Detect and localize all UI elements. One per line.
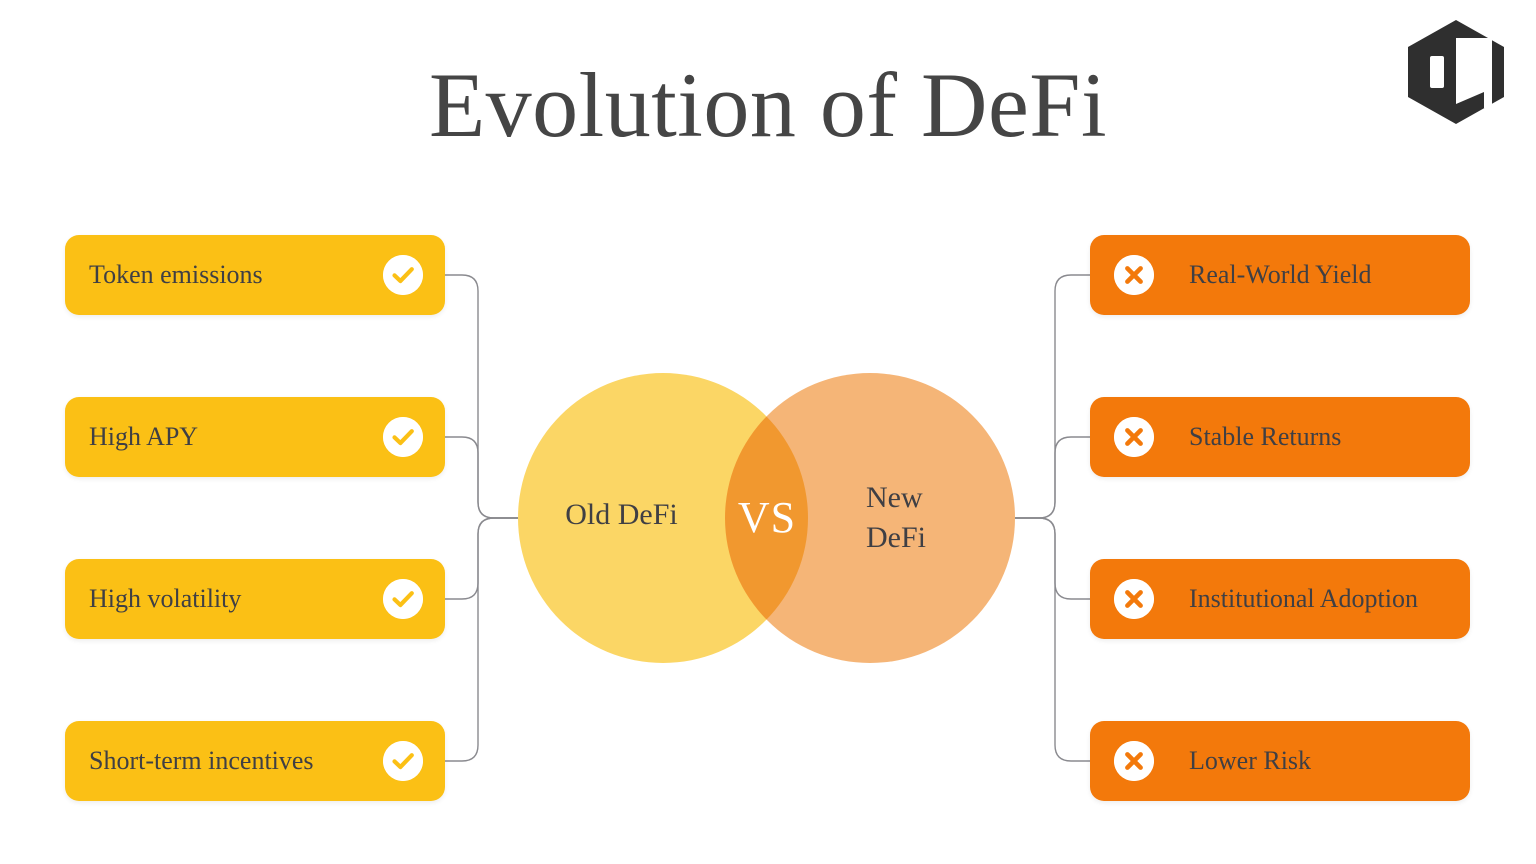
- venn-label-new-defi: New DeFi: [866, 478, 1016, 558]
- card-label: Real-World Yield: [1189, 260, 1372, 289]
- venn-circle-new-defi: [725, 373, 1015, 663]
- card-label: Institutional Adoption: [1189, 584, 1418, 613]
- check-icon: [383, 417, 423, 457]
- list-item-institutional-adoption[interactable]: Institutional Adoption: [1090, 559, 1470, 639]
- x-icon: [1114, 417, 1154, 457]
- list-item-high-volatility[interactable]: High volatility: [65, 559, 445, 639]
- venn-label-new-defi-line1: New: [866, 481, 923, 514]
- list-item-high-apy[interactable]: High APY: [65, 397, 445, 477]
- check-icon: [383, 741, 423, 781]
- card-label: High APY: [89, 422, 199, 451]
- venn-label-old-defi: Old DeFi: [565, 498, 678, 531]
- list-item-short-term-incentives[interactable]: Short-term incentives: [65, 721, 445, 801]
- check-icon: [383, 579, 423, 619]
- card-label: Short-term incentives: [89, 746, 314, 775]
- list-item-token-emissions[interactable]: Token emissions: [65, 235, 445, 315]
- list-item-lower-risk[interactable]: Lower Risk: [1090, 721, 1470, 801]
- list-item-real-world-yield[interactable]: Real-World Yield: [1090, 235, 1470, 315]
- venn-label-new-defi-line2: DeFi: [866, 521, 926, 554]
- hexagon-logo-icon: [1404, 18, 1508, 126]
- card-label: Stable Returns: [1189, 422, 1342, 451]
- x-icon: [1114, 579, 1154, 619]
- page-title: Evolution of DeFi: [428, 54, 1107, 156]
- card-label: Token emissions: [89, 260, 263, 289]
- venn-label-vs: VS: [737, 493, 797, 542]
- list-item-stable-returns[interactable]: Stable Returns: [1090, 397, 1470, 477]
- card-label: Lower Risk: [1189, 746, 1312, 775]
- check-icon: [383, 255, 423, 295]
- x-icon: [1114, 741, 1154, 781]
- card-label: High volatility: [89, 584, 242, 613]
- x-icon: [1114, 255, 1154, 295]
